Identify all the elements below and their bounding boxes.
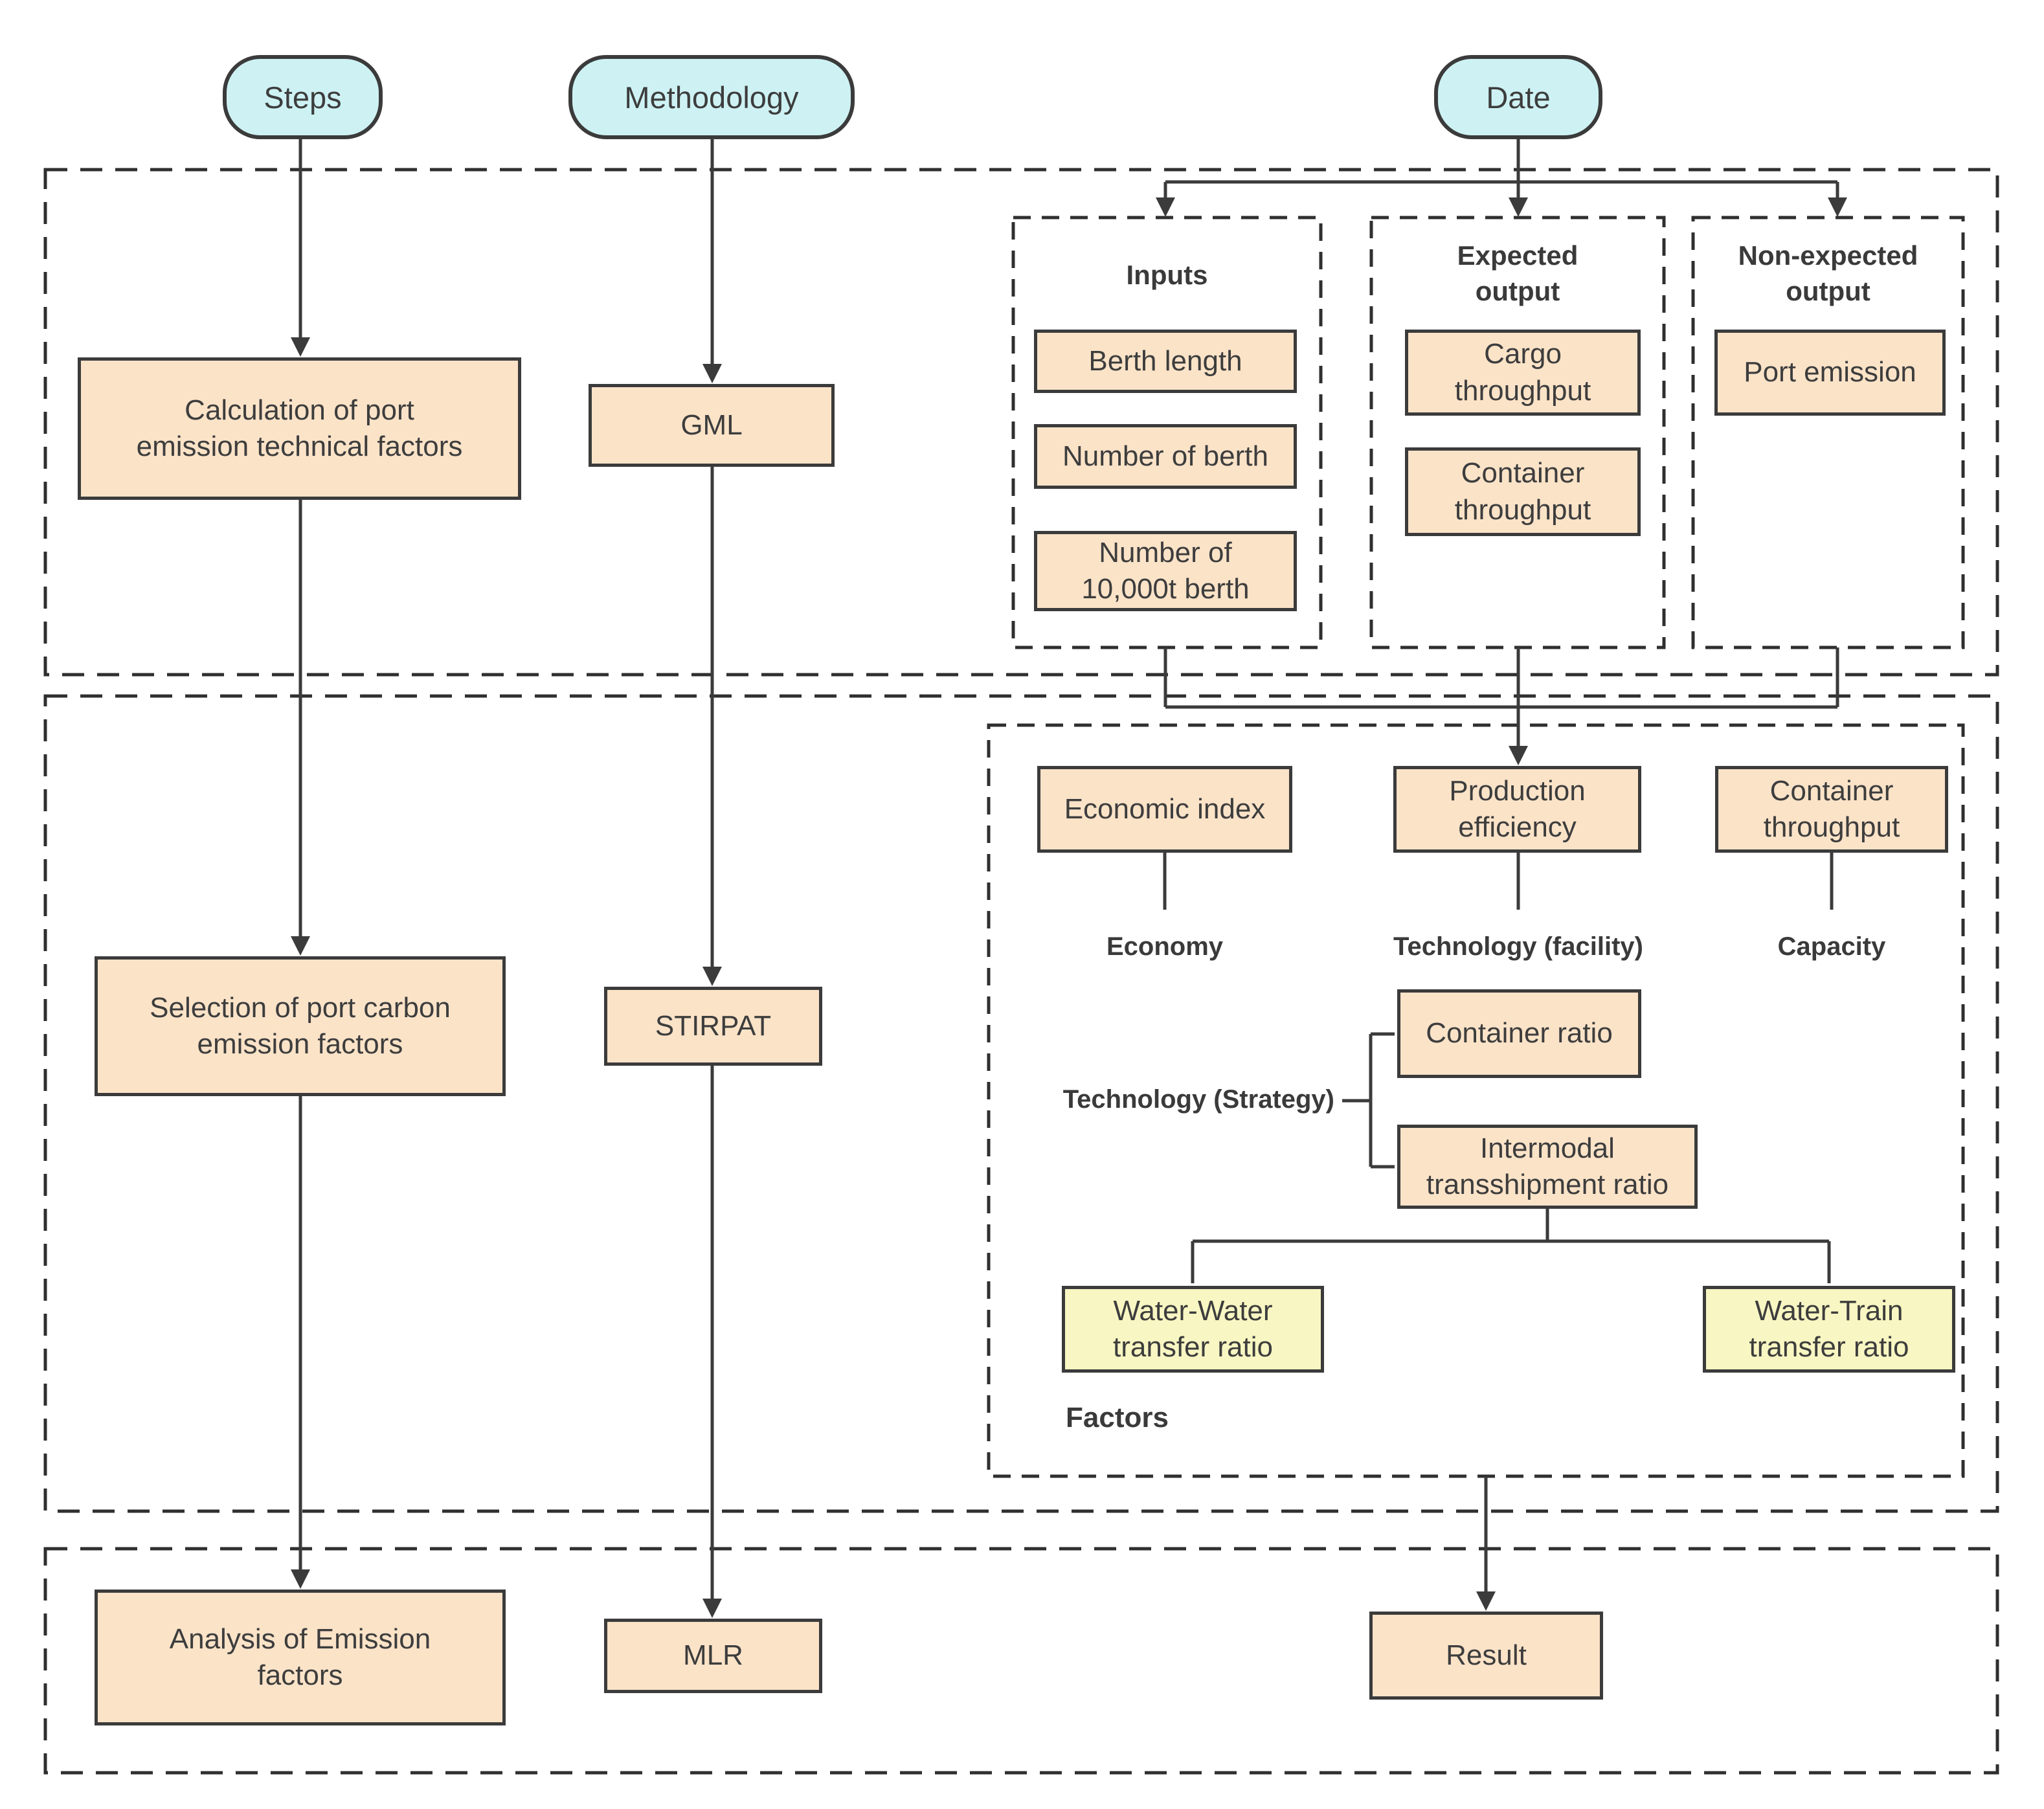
node-label-line: Water-Train xyxy=(1755,1294,1904,1327)
node-water-water-transfer-ratio: Water-Water transfer ratio xyxy=(1062,1286,1324,1373)
pill-methodology: Methodology xyxy=(568,55,855,139)
category-technology-strategy: Technology (Strategy) xyxy=(1062,1085,1334,1114)
node-label-line: Container ratio xyxy=(1426,1017,1613,1050)
factors-label: Factors xyxy=(1066,1402,1169,1433)
node-label-line: efficiency xyxy=(1458,811,1577,843)
pill-date-label: Date xyxy=(1486,80,1551,115)
node-selection: Selection of port carbon emission factor… xyxy=(95,956,506,1096)
node-port-emission: Port emission xyxy=(1714,330,1946,416)
pill-steps: Steps xyxy=(223,55,383,139)
category-economy: Economy xyxy=(1106,932,1224,961)
node-label-line: transfer ratio xyxy=(1113,1331,1273,1363)
pill-date: Date xyxy=(1434,55,1602,139)
inputs-group-title: Inputs xyxy=(1013,258,1321,293)
non-expected-output-group-title: Non-expected output xyxy=(1693,238,1963,309)
node-label-line: Berth length xyxy=(1088,344,1242,377)
node-label-line: Cargo xyxy=(1484,338,1562,370)
group-title-line: Non-expected xyxy=(1738,240,1918,271)
node-gml: GML xyxy=(589,384,835,467)
node-label-line: Container xyxy=(1769,774,1894,807)
factors-group-outline xyxy=(987,723,1965,1478)
node-label-line: throughput xyxy=(1763,811,1900,843)
group-title-line: Expected xyxy=(1457,240,1578,271)
node-number-of-berth: Number of berth xyxy=(1034,424,1297,489)
node-label-line: transshipment ratio xyxy=(1426,1169,1669,1200)
node-label-line: MLR xyxy=(683,1639,743,1672)
node-economic-index: Economic index xyxy=(1037,766,1292,853)
group-title-line: Inputs xyxy=(1126,260,1208,290)
section-1-outline xyxy=(43,168,1999,677)
node-label-line: transfer ratio xyxy=(1749,1331,1909,1363)
non-expected-output-group-outline xyxy=(1691,216,1965,649)
node-label-line: Calculation of port xyxy=(185,394,414,426)
node-cargo-throughput: Cargo throughput xyxy=(1405,330,1641,416)
node-analysis: Analysis of Emission factors xyxy=(95,1590,506,1725)
node-intermodal-transshipment-ratio: Intermodal transshipment ratio xyxy=(1397,1125,1698,1209)
node-label-line: Container xyxy=(1461,457,1585,489)
node-mlr: MLR xyxy=(604,1619,822,1693)
node-container-throughput-data: Container throughput xyxy=(1405,447,1641,536)
node-calculation: Calculation of port emission technical f… xyxy=(78,357,521,500)
node-label-line: Number of xyxy=(1099,536,1232,568)
node-label-line: Analysis of Emission xyxy=(169,1623,431,1655)
group-title-line: output xyxy=(1475,275,1560,306)
node-label-line: throughput xyxy=(1454,493,1591,526)
node-container-ratio: Container ratio xyxy=(1397,989,1641,1078)
node-label-line: emission factors xyxy=(197,1028,403,1060)
pill-steps-label: Steps xyxy=(264,80,342,115)
node-label-line: 10,000t berth xyxy=(1081,573,1250,605)
node-label-line: Selection of port carbon xyxy=(150,991,451,1024)
node-label-line: STIRPAT xyxy=(655,1009,772,1042)
pill-methodology-label: Methodology xyxy=(624,80,799,115)
node-label-line: Number of berth xyxy=(1062,440,1268,472)
node-berth-length: Berth length xyxy=(1034,330,1297,393)
category-technology-facility: Technology (facility) xyxy=(1393,932,1643,961)
section-2-outline xyxy=(43,694,1999,1513)
node-label-line: Intermodal xyxy=(1480,1132,1615,1164)
category-capacity: Capacity xyxy=(1777,932,1886,961)
expected-output-group-title: Expected output xyxy=(1371,238,1664,309)
node-label-line: Production xyxy=(1449,774,1586,807)
node-label-line: Water-Water xyxy=(1113,1294,1273,1327)
node-label-line: GML xyxy=(680,409,743,441)
node-number-10000t-berth: Number of 10,000t berth xyxy=(1034,531,1297,611)
node-production-efficiency: Production efficiency xyxy=(1393,766,1641,853)
node-label-line: factors xyxy=(257,1659,343,1691)
node-label-line: emission technical factors xyxy=(136,431,463,462)
node-container-throughput-factor: Container throughput xyxy=(1715,766,1948,853)
node-result: Result xyxy=(1369,1612,1603,1700)
node-label-line: Economic index xyxy=(1064,792,1266,825)
node-water-train-transfer-ratio: Water-Train transfer ratio xyxy=(1703,1286,1955,1373)
node-label-line: Result xyxy=(1446,1639,1527,1671)
section-3-outline xyxy=(43,1547,1999,1775)
node-stirpat: STIRPAT xyxy=(604,987,822,1066)
group-title-line: output xyxy=(1786,275,1870,306)
node-label-line: Port emission xyxy=(1744,356,1916,388)
node-label-line: throughput xyxy=(1454,374,1591,407)
